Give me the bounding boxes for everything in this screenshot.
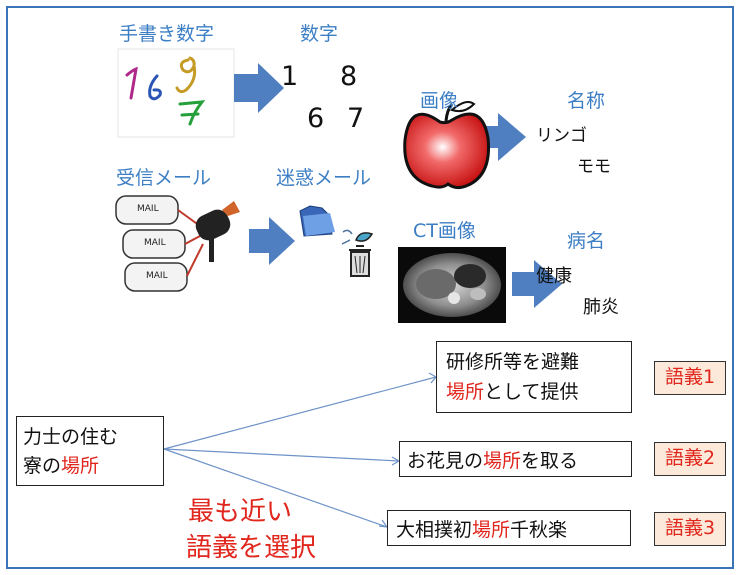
caption-line-1: 最も近い bbox=[188, 497, 293, 527]
sense2-example-box: お花見の場所を取る bbox=[399, 441, 632, 477]
sense1-example-box: 研修所等を避難 場所として提供 bbox=[436, 341, 632, 413]
arrow-digits bbox=[234, 63, 284, 113]
digit-6: 6 bbox=[307, 103, 325, 134]
handwritten-digits-label: 手書き数字 bbox=[119, 23, 215, 45]
sense-tag-1: 語義1 bbox=[654, 361, 726, 395]
sense-tag-3: 語義3 bbox=[654, 512, 726, 546]
handwritten-digits-image bbox=[117, 48, 235, 138]
sense3-example-box: 大相撲初場所千秋楽 bbox=[387, 510, 631, 546]
ct-image-label: CT画像 bbox=[413, 220, 476, 242]
target-word: 場所 bbox=[61, 455, 100, 477]
spam-mail-label: 迷惑メール bbox=[276, 167, 372, 189]
received-mail-label: 受信メール bbox=[116, 167, 212, 189]
digit-8: 8 bbox=[340, 61, 358, 92]
arrow-name bbox=[476, 113, 526, 161]
name-peach: モモ bbox=[577, 157, 611, 177]
mail-text-3: MAIL bbox=[146, 271, 168, 281]
arrow-spam bbox=[249, 217, 295, 265]
name-label: 名称 bbox=[567, 90, 606, 112]
disease-pneumonia: 肺炎 bbox=[583, 297, 619, 318]
digit-7: 7 bbox=[347, 103, 365, 134]
sense-tag-2: 語義2 bbox=[654, 442, 726, 476]
spam-folder-trash bbox=[299, 205, 374, 277]
source-line-2: 寮の場所 bbox=[23, 455, 100, 477]
block-arrows bbox=[234, 63, 562, 308]
disease-label: 病名 bbox=[567, 230, 606, 252]
mail-text-2: MAIL bbox=[144, 238, 166, 248]
arrow-disease bbox=[512, 260, 562, 308]
source-line-1: 力士の住む bbox=[23, 426, 119, 448]
sense1-line-1: 研修所等を避難 bbox=[446, 351, 580, 373]
mail-illustration bbox=[115, 195, 240, 292]
apple-image bbox=[403, 101, 491, 190]
digit-1: 1 bbox=[281, 61, 299, 92]
sense1-line-2: 場所として提供 bbox=[446, 381, 579, 403]
image-label: 画像 bbox=[420, 90, 459, 112]
source-sentence-box: 力士の住む 寮の場所 bbox=[16, 416, 164, 486]
disease-healthy: 健康 bbox=[536, 266, 572, 287]
digits-label: 数字 bbox=[300, 23, 339, 45]
mail-text-1: MAIL bbox=[137, 204, 159, 214]
sense-connectors bbox=[163, 372, 437, 528]
caption-line-2: 語義を選択 bbox=[186, 533, 317, 563]
ct-scan-image bbox=[398, 247, 506, 323]
name-apple: リンゴ bbox=[536, 126, 587, 146]
